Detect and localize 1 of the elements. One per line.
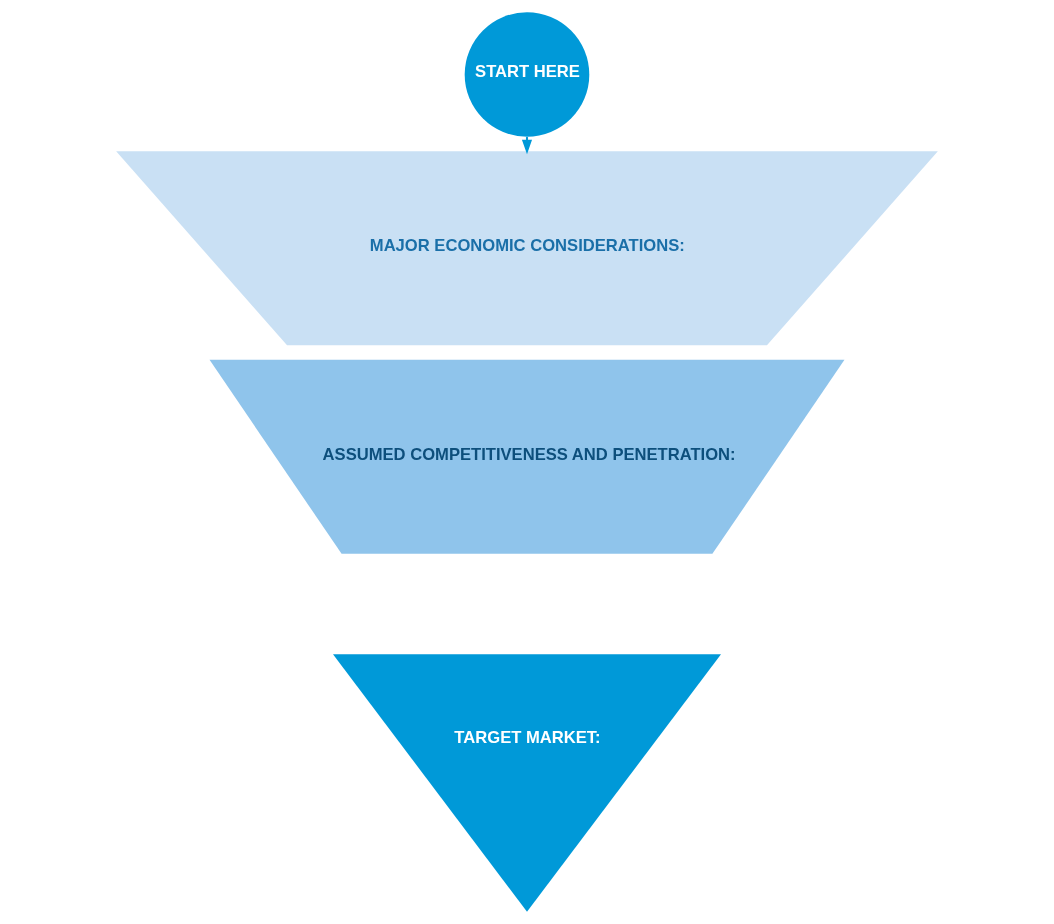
node-circle: START HERE [464,12,590,137]
